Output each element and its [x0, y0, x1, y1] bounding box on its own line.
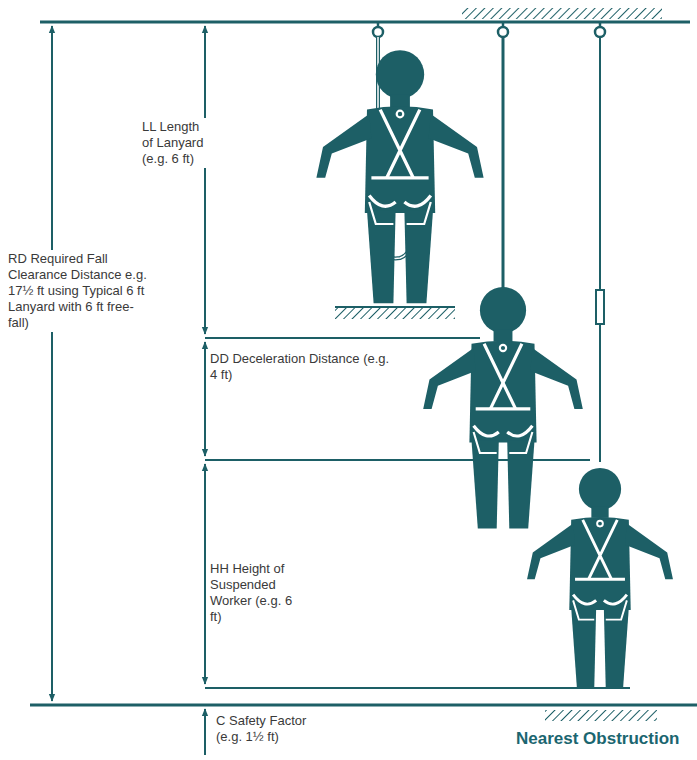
- dimension-lines-part: [205, 687, 630, 689]
- anchors-part: [595, 27, 605, 37]
- dimension-lines-part: [204, 26, 206, 334]
- dimension-label: C Safety Factor (e.g. 1½ ft): [214, 712, 328, 746]
- anchors-part: [377, 22, 380, 27]
- dimension-label: DD Deceleration Distance (e.g. 4 ft): [208, 350, 392, 384]
- workers-part: [527, 468, 673, 689]
- anchors-part: [502, 22, 505, 27]
- lanyards-part: [502, 37, 505, 290]
- dimension-lines-part: [204, 342, 206, 456]
- dimension-lines-part: [204, 709, 206, 755]
- obstruction-label: Nearest Obstruction: [514, 728, 681, 750]
- lanyards-part: [596, 290, 604, 324]
- ceiling: [40, 8, 690, 22]
- dimension-lines-part: [51, 26, 53, 701]
- dimension-lines-part: [205, 337, 480, 339]
- ground-part: [30, 704, 697, 707]
- anchors-part: [599, 22, 602, 27]
- dimension-lines-part: [204, 464, 206, 684]
- ground: [30, 705, 697, 721]
- dimension-label: RD Required Fall Clearance Distance e.g.…: [6, 250, 152, 332]
- anchors-part: [373, 27, 383, 37]
- ceiling-part: [40, 21, 690, 24]
- platform: [335, 307, 455, 319]
- platform-part: [335, 306, 455, 308]
- lanyards-part: [599, 37, 601, 462]
- platform-part: [335, 308, 455, 319]
- workers-part: [423, 287, 583, 528]
- dimension-lines: [52, 26, 630, 755]
- ceiling-part: [462, 8, 662, 19]
- ground-part: [545, 710, 657, 721]
- anchors: [373, 22, 605, 37]
- dimension-label: HH Height of Suspended Worker (e.g. 6 ft…: [208, 560, 302, 626]
- workers-part: [316, 50, 483, 303]
- dimension-label: LL Length of Lanyard (e.g. 6 ft): [140, 118, 210, 168]
- anchors-part: [498, 27, 508, 37]
